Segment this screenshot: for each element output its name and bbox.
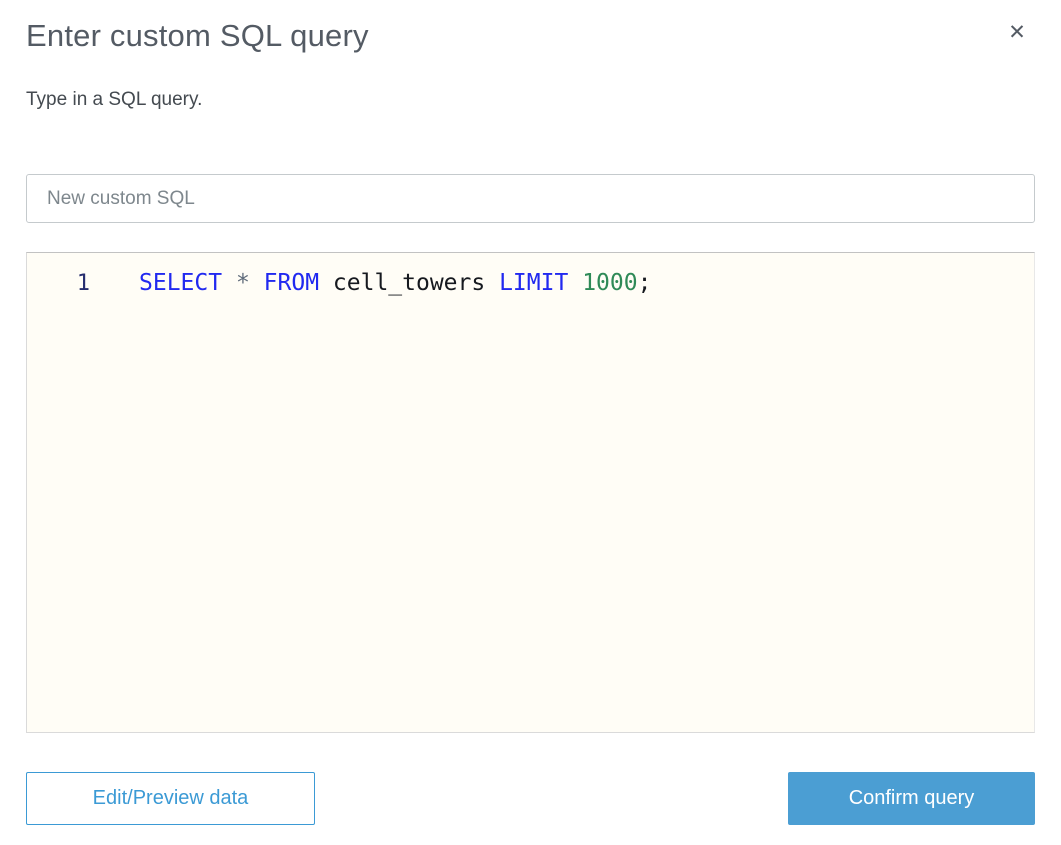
code-line: 1 SELECT * FROM cell_towers LIMIT 1000; xyxy=(27,268,1034,299)
sql-token-plain: cell_towers xyxy=(319,270,500,296)
sql-editor[interactable]: 1 SELECT * FROM cell_towers LIMIT 1000; xyxy=(26,252,1035,733)
close-button[interactable]: ✕ xyxy=(1003,18,1031,46)
query-name-input[interactable] xyxy=(26,174,1035,223)
sql-token-operator: * xyxy=(235,270,250,296)
close-icon: ✕ xyxy=(1008,20,1026,44)
code-text: SELECT * FROM cell_towers LIMIT 1000; xyxy=(100,268,1034,298)
sql-token-plain xyxy=(222,270,236,296)
sql-token-keyword: SELECT xyxy=(139,270,223,296)
footer: Edit/Preview data Confirm query xyxy=(26,772,1035,825)
sql-token-plain xyxy=(568,270,582,296)
code-lines: 1 SELECT * FROM cell_towers LIMIT 1000; xyxy=(27,268,1034,299)
dialog-subtitle: Type in a SQL query. xyxy=(26,89,203,110)
edit-preview-data-button[interactable]: Edit/Preview data xyxy=(26,772,315,825)
sql-token-number: 1000 xyxy=(582,270,638,296)
sql-token-keyword: LIMIT xyxy=(499,270,569,296)
sql-token-keyword: FROM xyxy=(263,270,320,296)
confirm-query-button[interactable]: Confirm query xyxy=(788,772,1035,825)
line-number: 1 xyxy=(76,271,90,296)
sql-token-plain xyxy=(250,270,264,296)
dialog-title: Enter custom SQL query xyxy=(26,18,369,53)
sql-token-plain: ; xyxy=(637,270,652,296)
